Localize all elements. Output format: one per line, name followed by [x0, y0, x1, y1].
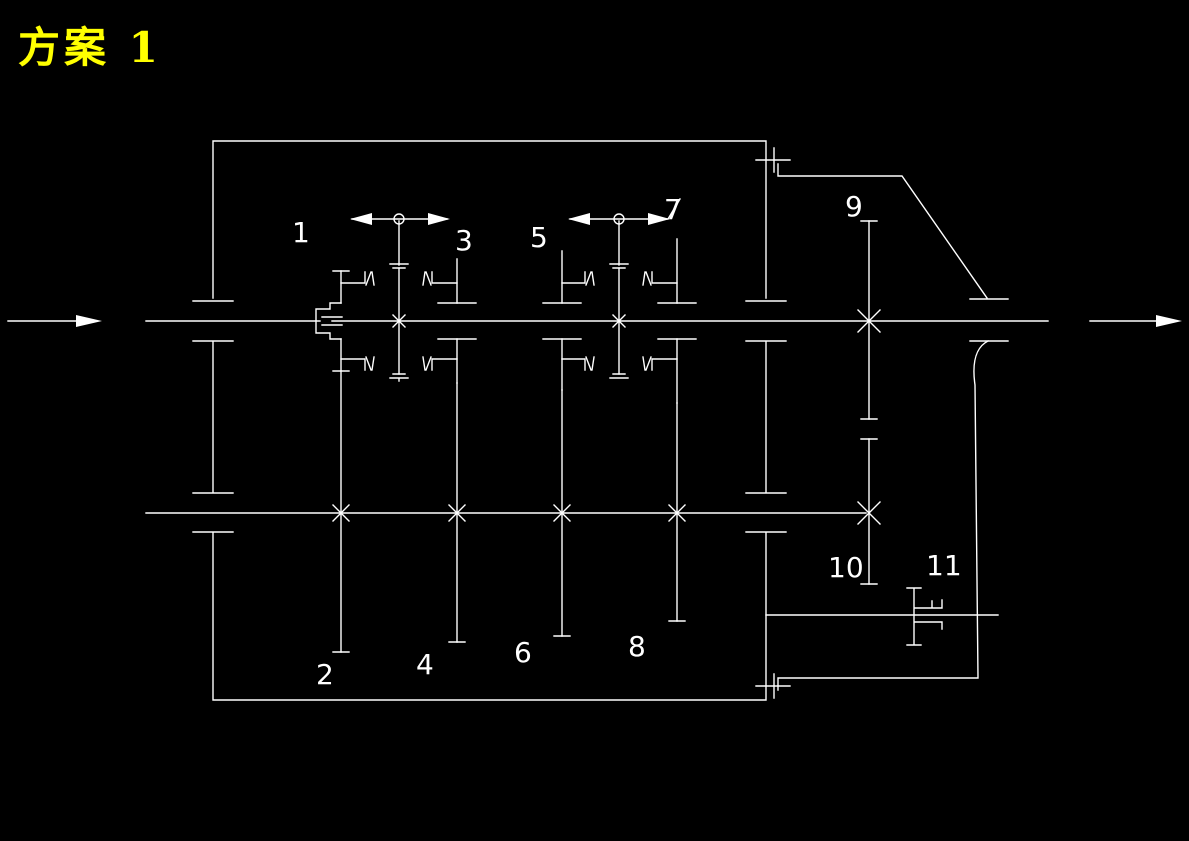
gear-9-teeth	[860, 220, 878, 420]
rear-housing-flange-top	[755, 147, 791, 173]
bearing-left-input	[192, 300, 234, 342]
mesh-mark-6	[553, 504, 571, 522]
shift-fork-1-arrow-left	[350, 213, 372, 225]
label-5: 5	[530, 221, 548, 254]
shift-fork-1	[350, 213, 450, 225]
label-6: 6	[514, 636, 532, 669]
schematic-lines	[7, 140, 1161, 701]
label-9: 9	[845, 190, 863, 223]
label-2: 2	[316, 658, 334, 691]
gear-labels: 1 2 3 4 5 6 7 8 9 10 11	[292, 190, 962, 691]
sync-2-cone-right	[642, 271, 678, 371]
label-7: 7	[664, 193, 682, 226]
sync-1-cone-left	[340, 271, 375, 371]
rear-housing-flange-bottom	[755, 673, 791, 699]
mesh-mark-10	[857, 501, 881, 525]
mesh-mark-sync-1	[392, 314, 406, 328]
shift-fork-1-knob	[393, 213, 405, 225]
bearing-left-counter	[192, 492, 234, 533]
mesh-mark-9	[857, 309, 881, 333]
sync-2-cone-left	[561, 271, 595, 371]
gear-7-hub	[657, 302, 697, 340]
gear-10-teeth	[860, 438, 878, 585]
bearing-right-counter	[745, 492, 787, 533]
bearing-right-output	[745, 300, 787, 342]
rear-housing-top	[777, 163, 988, 299]
gear-3-hub	[437, 302, 477, 340]
mesh-mark-4	[448, 504, 466, 522]
shift-fork-2-knob	[613, 213, 625, 225]
label-1: 1	[292, 216, 310, 249]
input-clutch-hub	[315, 302, 343, 340]
shift-fork-2	[568, 198, 681, 225]
mesh-mark-sync-2	[612, 314, 626, 328]
housing-top-line	[212, 140, 767, 299]
shift-fork-1-arrow-right	[428, 213, 450, 225]
input-arrow-head	[76, 315, 102, 327]
housing-bottom-line	[212, 532, 767, 701]
label-11: 11	[926, 549, 962, 582]
label-8: 8	[628, 630, 646, 663]
label-10: 10	[828, 551, 864, 584]
rear-housing-bottom	[777, 340, 989, 691]
mesh-mark-2	[332, 504, 350, 522]
shift-fork-2-arrow-right	[648, 213, 670, 225]
label-3: 3	[455, 224, 473, 257]
reverse-idler-11	[906, 587, 943, 646]
sync-1-cone-right	[422, 271, 458, 371]
diagram-title: 方案 1	[18, 23, 162, 72]
label-4: 4	[416, 648, 434, 681]
shift-fork-2-arrow-left	[568, 213, 590, 225]
output-arrow-head	[1156, 315, 1182, 327]
gear-5-hub	[542, 302, 582, 340]
mesh-mark-8	[668, 504, 686, 522]
